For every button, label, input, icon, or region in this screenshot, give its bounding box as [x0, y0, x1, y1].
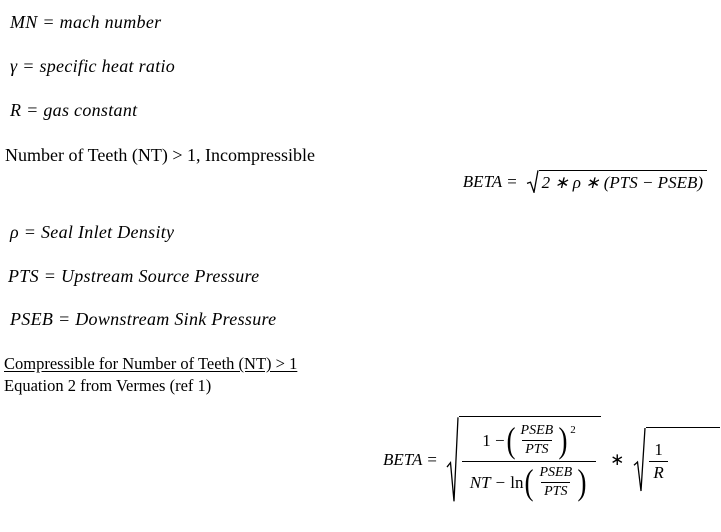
inner-denominator: PTS [522, 440, 552, 458]
square-root-main: 1 − ( PSEB PTS ) 2 NT − ln ( [446, 416, 602, 504]
inner-denominator: PTS [541, 482, 571, 500]
denominator-prefix: NT − [469, 472, 506, 492]
radicand-expression: 2 ∗ ρ ∗ (PTS − PSEB) [538, 170, 707, 193]
equation-lhs: BETA = [383, 450, 438, 469]
equation-lhs: BETA = [462, 171, 518, 191]
square-root: 2 ∗ ρ ∗ (PTS − PSEB) [526, 170, 707, 193]
radicand-fraction: 1 − ( PSEB PTS ) 2 NT − ln ( [458, 416, 602, 504]
equation-source-reference: Equation 2 from Vermes (ref 1) [4, 376, 212, 395]
definition-seal-inlet-density: ρ = Seal Inlet Density [10, 222, 175, 242]
radical-sign-icon [526, 170, 539, 193]
radical-sign-icon [446, 416, 459, 504]
definition-mach-number: MN = mach number [10, 12, 162, 32]
equation-beta-incompressible: BETA = 2 ∗ ρ ∗ (PTS − PSEB) [463, 170, 707, 193]
close-paren: ) [558, 420, 568, 461]
inner-numerator: PSEB [539, 465, 573, 480]
inner-numerator: 1 [654, 440, 663, 459]
inner-numerator: PSEB [520, 423, 554, 438]
natural-log: ln [510, 472, 524, 492]
exponent: 2 [570, 424, 576, 436]
numerator-prefix: 1 − [482, 430, 505, 450]
radical-sign-icon [633, 427, 646, 493]
pressure-ratio-fraction: PSEB PTS [536, 465, 575, 500]
close-paren: ) [577, 462, 587, 503]
definition-gas-constant: R = gas constant [10, 100, 138, 120]
open-paren: ( [506, 420, 516, 461]
inner-denominator: R [649, 461, 668, 483]
main-fraction: 1 − ( PSEB PTS ) 2 NT − ln ( [461, 420, 597, 503]
fraction-numerator: 1 − ( PSEB PTS ) 2 [474, 420, 584, 461]
square-root-secondary: 1 R [633, 427, 720, 493]
multiplication-operator: ∗ [610, 450, 625, 469]
incompressible-heading: Number of Teeth (NT) > 1, Incompressible [5, 145, 315, 165]
definition-specific-heat-ratio: γ = specific heat ratio [10, 56, 176, 76]
equation-beta-compressible: BETA = 1 − ( PSEB PTS ) 2 [383, 416, 720, 504]
fraction-denominator: NT − ln ( PSEB PTS ) [461, 461, 597, 503]
open-paren: ( [524, 462, 534, 503]
definition-downstream-sink-pressure: PSEB = Downstream Sink Pressure [10, 309, 277, 329]
compressible-heading: Compressible for Number of Teeth (NT) > … [4, 354, 298, 373]
radicand-fraction: 1 R [646, 427, 720, 493]
pressure-ratio-fraction: PSEB PTS [518, 423, 557, 458]
one-over-r-fraction: 1 R [649, 440, 668, 483]
definition-upstream-source-pressure: PTS = Upstream Source Pressure [8, 266, 260, 286]
